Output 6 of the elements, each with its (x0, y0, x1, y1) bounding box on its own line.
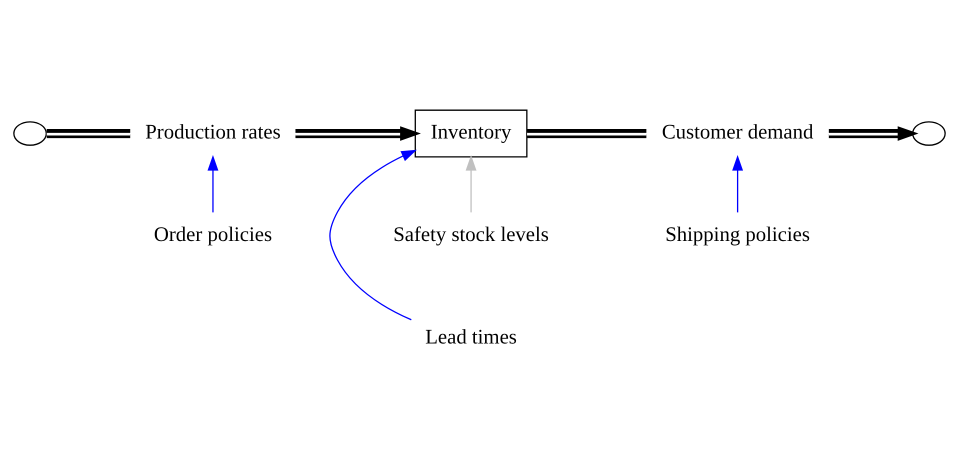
node-text: Safety stock levels (393, 223, 549, 246)
node-text: Customer demand (662, 120, 814, 143)
node-text: Shipping policies (665, 223, 810, 246)
node-text: Order policies (154, 223, 272, 246)
node-text: Lead times (425, 326, 517, 348)
node-text: Production rates (145, 120, 281, 143)
